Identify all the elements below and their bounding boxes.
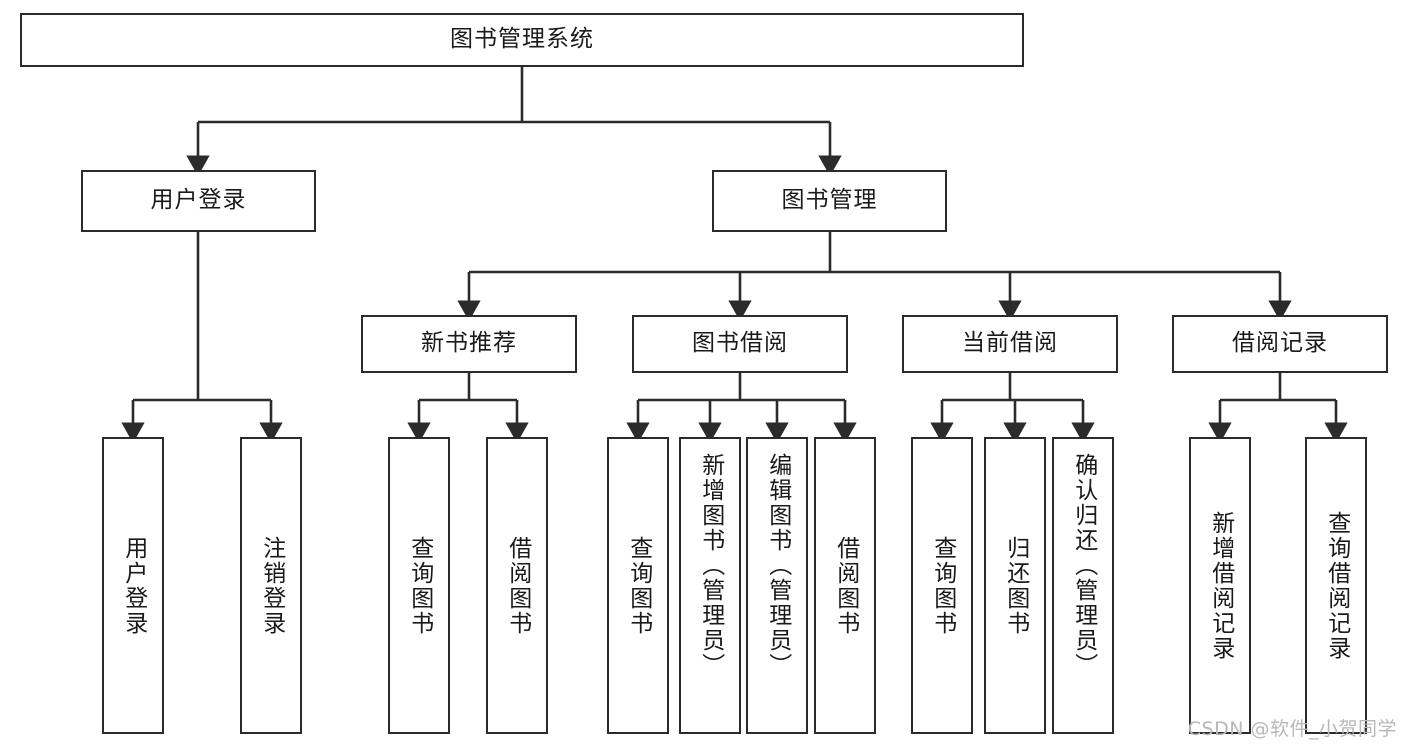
node-leaf-return-book-label: 归还图书 (1002, 535, 1029, 636)
node-leaf-add-borrow-record-label: 新增借阅记录 (1207, 510, 1234, 661)
node-new-book-recommend[interactable]: 新书推荐 (361, 315, 577, 373)
node-leaf-query-book-2-label: 查询图书 (625, 535, 652, 636)
node-leaf-user-logout-label: 注销登录 (258, 535, 285, 636)
node-book-manage-label: 图书管理 (781, 187, 878, 214)
node-leaf-user-login[interactable]: 用户登录 (102, 437, 164, 734)
node-book-borrow[interactable]: 图书借阅 (632, 315, 848, 373)
node-leaf-edit-book-admin-label: 编辑图书（管理员） (764, 453, 791, 678)
node-leaf-confirm-return-admin-label: 确认归还（管理员） (1070, 453, 1097, 678)
node-leaf-return-book[interactable]: 归还图书 (984, 437, 1046, 734)
node-leaf-query-book-1-label: 查询图书 (406, 535, 433, 636)
node-leaf-borrow-book-1-label: 借阅图书 (504, 535, 531, 636)
node-borrow-record-label: 借阅记录 (1232, 330, 1328, 357)
node-leaf-query-book-3-label: 查询图书 (929, 535, 956, 636)
node-root-label: 图书管理系统 (450, 26, 594, 53)
node-leaf-borrow-book-2-label: 借阅图书 (832, 535, 859, 636)
node-current-borrow-label: 当前借阅 (962, 330, 1058, 357)
node-leaf-query-borrow-record[interactable]: 查询借阅记录 (1305, 437, 1367, 734)
node-leaf-query-book-3[interactable]: 查询图书 (911, 437, 973, 734)
node-borrow-record[interactable]: 借阅记录 (1172, 315, 1388, 373)
watermark: CSDN @软件_小贺同学 (1187, 718, 1397, 740)
node-book-borrow-label: 图书借阅 (692, 330, 788, 357)
node-root[interactable]: 图书管理系统 (20, 13, 1024, 67)
node-leaf-add-book-admin[interactable]: 新增图书（管理员） (679, 437, 741, 734)
node-leaf-user-logout[interactable]: 注销登录 (240, 437, 302, 734)
node-book-manage[interactable]: 图书管理 (712, 170, 947, 232)
node-leaf-borrow-book-1[interactable]: 借阅图书 (486, 437, 548, 734)
node-leaf-query-book-1[interactable]: 查询图书 (388, 437, 450, 734)
node-leaf-borrow-book-2[interactable]: 借阅图书 (814, 437, 876, 734)
node-leaf-add-book-admin-label: 新增图书（管理员） (697, 453, 724, 678)
node-user-login[interactable]: 用户登录 (81, 170, 316, 232)
node-user-login-label: 用户登录 (150, 187, 247, 214)
node-leaf-user-login-label: 用户登录 (120, 535, 147, 636)
node-leaf-confirm-return-admin[interactable]: 确认归还（管理员） (1052, 437, 1114, 734)
node-leaf-add-borrow-record[interactable]: 新增借阅记录 (1189, 437, 1251, 734)
node-leaf-query-borrow-record-label: 查询借阅记录 (1323, 510, 1350, 661)
node-leaf-edit-book-admin[interactable]: 编辑图书（管理员） (746, 437, 808, 734)
node-current-borrow[interactable]: 当前借阅 (902, 315, 1118, 373)
node-leaf-query-book-2[interactable]: 查询图书 (607, 437, 669, 734)
node-new-book-recommend-label: 新书推荐 (421, 330, 517, 357)
